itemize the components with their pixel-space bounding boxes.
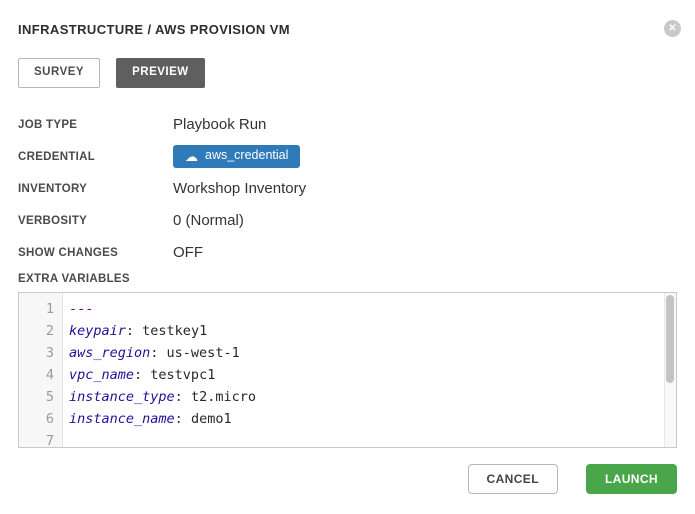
- details-list: JOB TYPE Playbook Run CREDENTIAL ☁ aws_c…: [18, 113, 677, 265]
- detail-label: INVENTORY: [18, 182, 88, 195]
- yaml-key: vpc_name: [69, 366, 135, 383]
- yaml-value: testvpc1: [150, 366, 216, 383]
- detail-label: JOB TYPE: [18, 118, 78, 131]
- line-number: 1: [45, 300, 54, 317]
- launch-button[interactable]: LAUNCH: [585, 463, 677, 494]
- line-number: 5: [45, 388, 54, 405]
- tab-preview-label: PREVIEW: [132, 66, 189, 78]
- detail-value: 0 (Normal): [173, 212, 244, 229]
- editor-scrollbar-thumb[interactable]: [666, 294, 674, 383]
- extra-variables-label: EXTRA VARIABLES: [18, 272, 130, 285]
- line-number: 7: [45, 432, 54, 448]
- cloud-icon: ☁: [185, 148, 198, 164]
- detail-value: Workshop Inventory: [173, 180, 307, 197]
- yaml-value: us-west-1: [166, 344, 240, 361]
- modal-header: INFRASTRUCTURE / AWS PROVISION VM ✕: [18, 20, 681, 37]
- extra-variables-editor[interactable]: 1 --- 2 keypair: testkey1 3 aws_region: …: [18, 291, 677, 448]
- detail-label: CREDENTIAL: [18, 150, 96, 163]
- code-area[interactable]: 1 --- 2 keypair: testkey1 3 aws_region: …: [19, 293, 676, 448]
- detail-row-job-type: JOB TYPE Playbook Run: [18, 113, 677, 137]
- line-number-gutter: [19, 292, 63, 447]
- yaml-doc-marker: ---: [69, 300, 94, 317]
- line-number: 2: [45, 322, 54, 339]
- detail-row-show-changes: SHOW CHANGES OFF: [18, 241, 677, 265]
- yaml-separator: :: [125, 322, 143, 339]
- tab-survey[interactable]: SURVEY: [18, 58, 101, 88]
- detail-value: Playbook Run: [173, 116, 267, 133]
- code-line: 7: [19, 430, 662, 448]
- modal-title: INFRASTRUCTURE / AWS PROVISION VM: [18, 22, 291, 37]
- yaml-separator: :: [174, 410, 191, 427]
- credential-badge-label: aws_credential: [205, 148, 289, 163]
- code-line: 2 keypair: testkey1: [19, 320, 662, 342]
- yaml-key: instance_name: [69, 410, 175, 427]
- yaml-separator: :: [134, 366, 151, 383]
- yaml-key: aws_region: [69, 344, 151, 361]
- tab-survey-label: SURVEY: [34, 66, 85, 78]
- code-line: 3 aws_region: us-west-1: [19, 342, 662, 364]
- yaml-value: testkey1: [142, 322, 208, 339]
- code-line: 1 ---: [19, 298, 662, 320]
- line-number: 3: [45, 344, 54, 361]
- cancel-button[interactable]: CANCEL: [467, 463, 558, 494]
- yaml-value: demo1: [190, 410, 232, 427]
- modal-footer: CANCEL LAUNCH: [18, 463, 677, 494]
- line-number: 4: [45, 366, 54, 383]
- yaml-key: keypair: [69, 322, 126, 339]
- detail-label: SHOW CHANGES: [18, 246, 119, 259]
- credential-badge[interactable]: ☁ aws_credential: [173, 145, 301, 168]
- detail-row-verbosity: VERBOSITY 0 (Normal): [18, 209, 677, 233]
- line-number: 6: [45, 410, 54, 427]
- yaml-value: t2.micro: [190, 388, 256, 405]
- code-line: 4 vpc_name: testvpc1: [19, 364, 662, 386]
- editor-scrollbar[interactable]: [664, 292, 676, 447]
- detail-value: OFF: [173, 244, 203, 261]
- yaml-separator: :: [150, 344, 167, 361]
- close-button[interactable]: ✕: [664, 20, 681, 37]
- close-icon: ✕: [668, 23, 677, 34]
- detail-label: VERBOSITY: [18, 214, 88, 227]
- yaml-key: instance_type: [69, 388, 175, 405]
- detail-row-inventory: INVENTORY Workshop Inventory: [18, 177, 677, 201]
- code-line: 5 instance_type: t2.micro: [19, 386, 662, 408]
- yaml-separator: :: [174, 388, 191, 405]
- tab-preview[interactable]: PREVIEW: [116, 58, 205, 88]
- code-line: 6 instance_name: demo1: [19, 408, 662, 430]
- detail-row-credential: CREDENTIAL ☁ aws_credential: [18, 145, 677, 169]
- tab-bar: SURVEY PREVIEW: [18, 58, 677, 88]
